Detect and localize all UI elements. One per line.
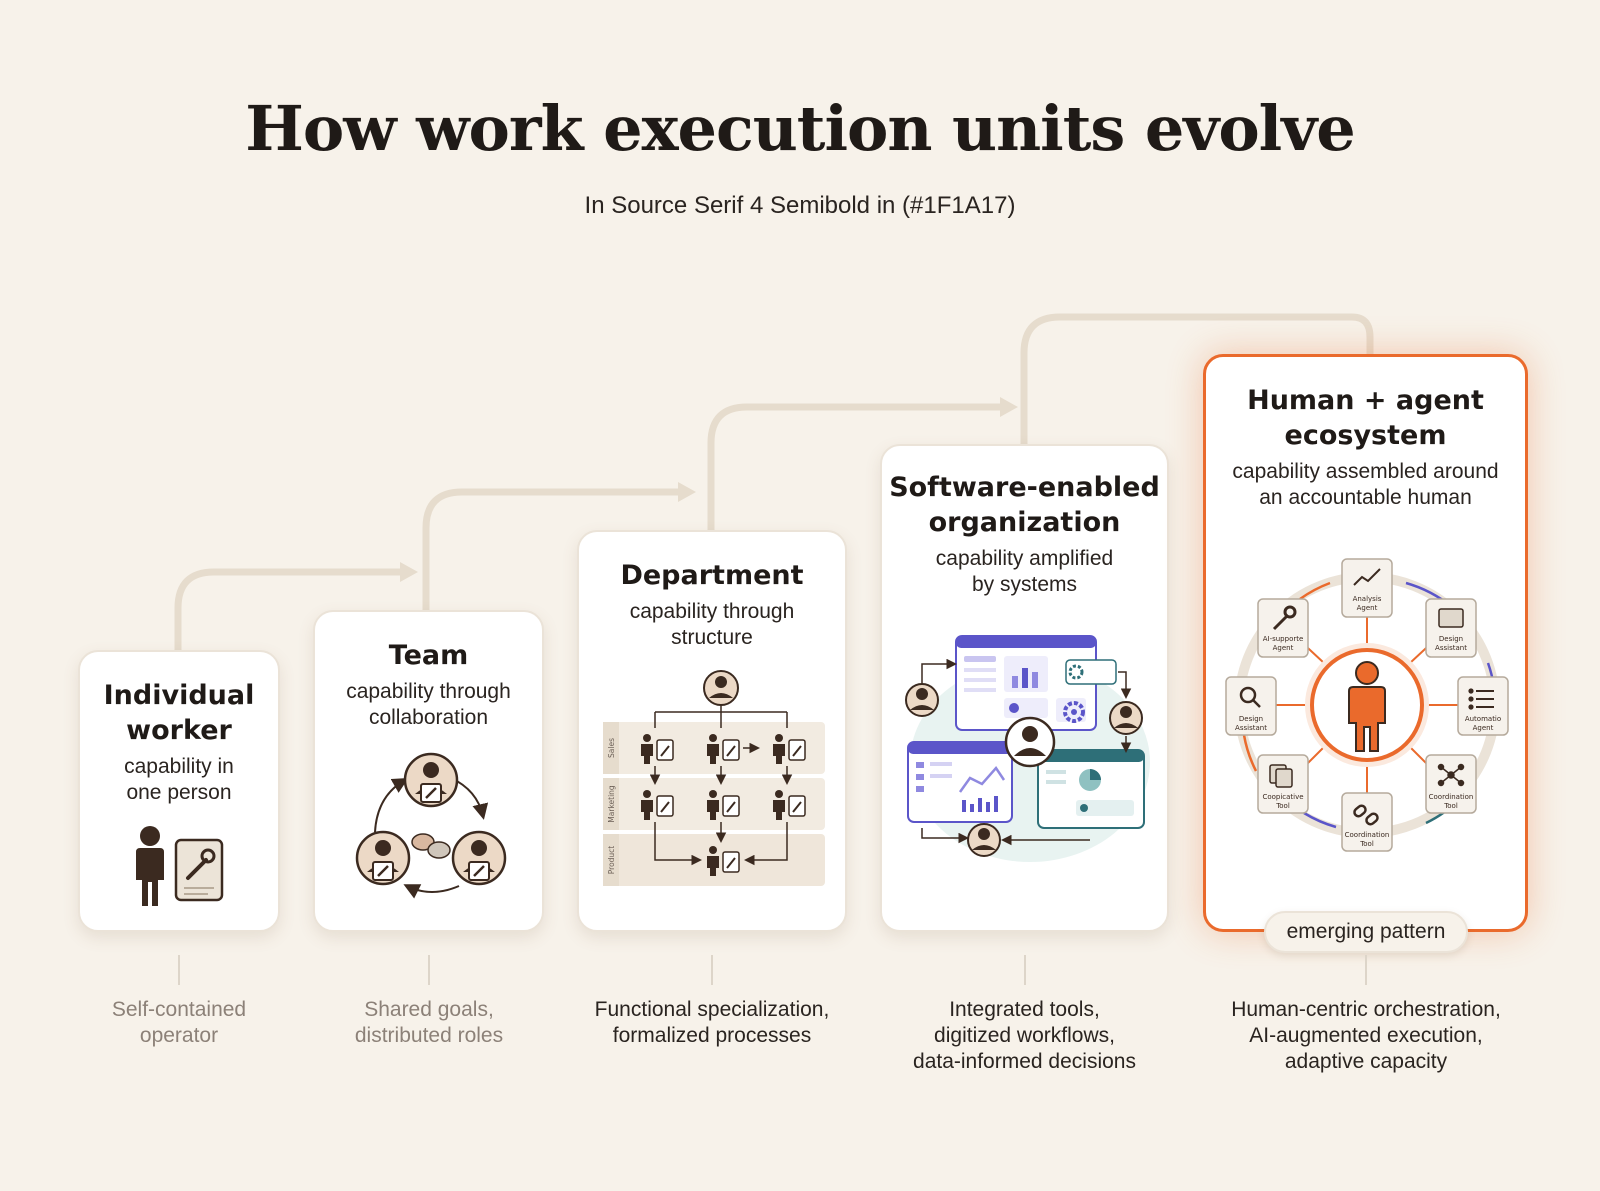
agent-node-design-assistant-left: Design Assistant xyxy=(1225,676,1277,736)
page-subtitle: In Source Serif 4 Semibold in (#1F1A17) xyxy=(584,192,1016,219)
tick-mark xyxy=(178,955,180,985)
analytics-window-icon xyxy=(907,741,1013,823)
network-icon xyxy=(1437,763,1465,787)
stage-card-team: Team capability through collaboration xyxy=(313,610,544,932)
agent-node-cooperative-tool: Coopicative Tool xyxy=(1257,754,1309,814)
agent-node-ai-supported-agent: AI-supporte Agent xyxy=(1257,598,1309,658)
stage-caption-software-enabled-organization: Integrated tools, digitized workflows, d… xyxy=(913,998,1136,1073)
svg-text:Coopicative: Coopicative xyxy=(1262,793,1303,801)
chat-bubbles-icon xyxy=(411,833,451,859)
stage-desc: capability through collaboration xyxy=(346,680,511,729)
trend-chart-icon xyxy=(1353,568,1381,586)
arrowhead-1-2 xyxy=(400,562,418,582)
svg-text:Assistant: Assistant xyxy=(1435,644,1467,652)
checklist-icon xyxy=(1468,688,1494,710)
svg-text:Coordination: Coordination xyxy=(1429,793,1474,801)
stage-title-line: Individual xyxy=(103,680,255,711)
user-avatar-icon xyxy=(1004,716,1056,768)
stage-card-department: Department capability through structure … xyxy=(577,530,847,932)
emerging-pattern-badge: emerging pattern xyxy=(1264,911,1468,953)
user-avatar-icon xyxy=(967,823,1001,857)
svg-text:Analysis: Analysis xyxy=(1353,595,1382,603)
connector-2-3 xyxy=(422,488,688,614)
documents-icon xyxy=(1269,764,1293,788)
connector-1-2 xyxy=(174,568,410,654)
layout-icon xyxy=(1438,608,1464,628)
arrowhead-2-3 xyxy=(678,482,696,502)
svg-text:Design: Design xyxy=(1439,635,1463,643)
agent-node-coordination-tool-bottom: Coordination Tool xyxy=(1341,792,1393,852)
tick-mark xyxy=(1024,955,1026,985)
team-member-icon xyxy=(403,752,459,808)
stage-title-line: organization xyxy=(928,507,1121,538)
row-label-product: Product xyxy=(607,846,616,875)
svg-text:Assistant: Assistant xyxy=(1235,724,1267,732)
svg-text:Automatio: Automatio xyxy=(1465,715,1501,723)
agent-node-analysis-agent: Analysis Agent xyxy=(1341,558,1393,618)
manager-icon xyxy=(703,670,739,706)
wrench-icon xyxy=(1272,605,1297,631)
stage-title-line: Department xyxy=(620,560,804,591)
staff-icons xyxy=(641,734,806,876)
stage-card-human-agent-ecosystem: Human + agent ecosystem capability assem… xyxy=(1203,354,1528,932)
stage-caption-individual-worker: Self-contained operator xyxy=(111,998,247,1047)
agent-ecosystem-diagram: Analysis Agent Design Assistant Automati… xyxy=(1225,558,1509,852)
svg-text:Tool: Tool xyxy=(1443,802,1458,810)
tick-mark xyxy=(428,955,430,985)
accountable-human-icon xyxy=(1305,643,1429,767)
stage-card-software-enabled-organization: Software-enabled organization capability… xyxy=(880,444,1169,932)
stage-title-line: ecosystem xyxy=(1284,420,1447,451)
connector-3-4 xyxy=(707,403,1010,534)
svg-text:Coordination: Coordination xyxy=(1345,831,1390,839)
connector-4-5 xyxy=(1020,313,1374,448)
stage-caption-team: Shared goals, distributed roles xyxy=(354,998,504,1047)
stage-desc: capability amplified by systems xyxy=(935,547,1114,596)
team-member-icon xyxy=(451,830,507,886)
page-title: How work execution units evolve xyxy=(245,92,1355,165)
stage-title-line: Human + agent xyxy=(1247,385,1484,416)
department-org-chart: Sales Marketing Product xyxy=(603,670,825,886)
row-label-sales: Sales xyxy=(607,738,616,758)
data-window-icon xyxy=(1037,749,1145,829)
agent-node-automation-agent: Automatio Agent xyxy=(1457,676,1509,736)
stage-title-line: Software-enabled xyxy=(889,472,1160,503)
stage-card-individual-worker: Individual worker capability in one pers… xyxy=(78,650,280,932)
link-icon xyxy=(1353,804,1379,826)
person-icon xyxy=(136,826,164,906)
team-member-icon xyxy=(355,830,411,886)
document-wrench-icon xyxy=(174,838,224,902)
stage-title-line: Team xyxy=(388,640,469,671)
magnifier-icon xyxy=(1239,686,1261,708)
stage-desc: capability through structure xyxy=(629,600,795,649)
svg-text:Design: Design xyxy=(1239,715,1263,723)
svg-text:Agent: Agent xyxy=(1357,604,1378,612)
team-illustration xyxy=(355,752,507,899)
user-avatar-icon xyxy=(905,683,939,717)
agent-node-coordination-tool-right: Coordination Tool xyxy=(1425,754,1477,814)
stage-title-line: worker xyxy=(126,715,232,746)
agent-node-design-assistant-top: Design Assistant xyxy=(1425,598,1477,658)
stage-desc: capability assembled around an accountab… xyxy=(1232,460,1499,509)
arrowhead-3-4 xyxy=(1000,397,1018,417)
svg-text:Agent: Agent xyxy=(1473,724,1494,732)
stage-caption-human-agent-ecosystem: Human-centric orchestration, AI-augmente… xyxy=(1231,998,1501,1073)
software-systems-illustration xyxy=(905,635,1150,862)
dashboard-window-icon xyxy=(955,635,1097,731)
row-label-marketing: Marketing xyxy=(607,785,616,823)
gear-icon xyxy=(1063,659,1117,723)
svg-text:Agent: Agent xyxy=(1273,644,1294,652)
stage-desc: capability in one person xyxy=(124,755,234,804)
svg-text:AI-supporte: AI-supporte xyxy=(1263,635,1304,643)
individual-worker-illustration xyxy=(136,826,224,906)
tick-mark xyxy=(711,955,713,985)
stage-caption-department: Functional specialization, formalized pr… xyxy=(594,998,830,1047)
tick-mark xyxy=(1365,955,1367,985)
svg-text:Tool: Tool xyxy=(1275,802,1290,810)
user-avatar-icon xyxy=(1109,701,1143,735)
svg-text:Tool: Tool xyxy=(1359,840,1374,848)
